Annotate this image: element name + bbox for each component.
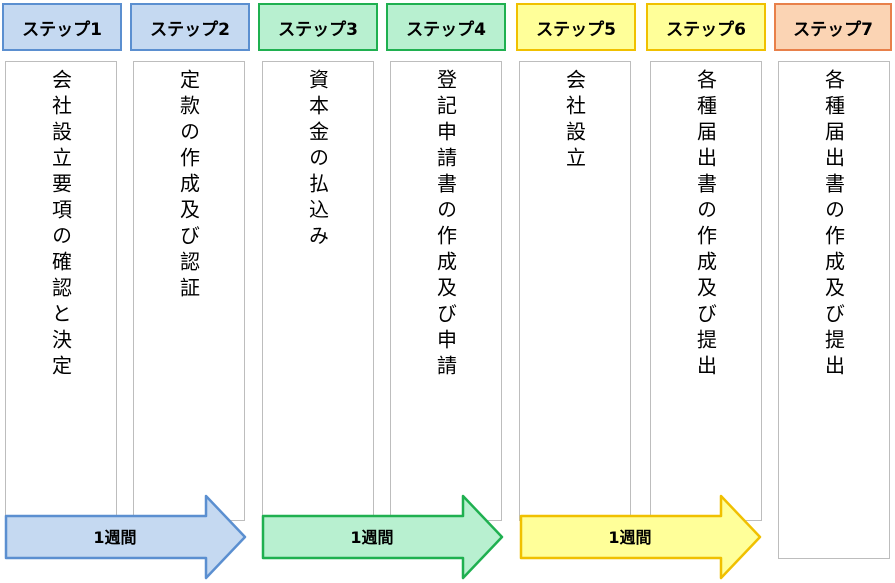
step-6-text: 各種届出書の作成及び提出 <box>693 69 718 381</box>
step-7-label: ステップ7 <box>793 19 873 40</box>
step-2-label: ステップ2 <box>150 19 230 40</box>
step-4-column: 登記申請書の作成及び申請 <box>390 61 502 521</box>
step-4-text: 登記申請書の作成及び申請 <box>433 69 458 381</box>
arrow-1-shape <box>4 494 247 580</box>
arrow-3: 1週間 <box>519 494 762 580</box>
step-1-header: ステップ1 <box>2 3 122 51</box>
step-1-column: 会社設立要項の確認と決定 <box>5 61 117 521</box>
arrow-2-shape <box>261 494 504 580</box>
step-6-header: ステップ6 <box>646 3 766 51</box>
step-4-header: ステップ4 <box>386 3 506 51</box>
step-3-header: ステップ3 <box>258 3 378 51</box>
step-5-header: ステップ5 <box>516 3 636 51</box>
step-5-text: 会社設立 <box>562 69 587 173</box>
step-4-label: ステップ4 <box>406 19 486 40</box>
arrow-1-label: 1週間 <box>93 528 136 547</box>
step-6-column: 各種届出書の作成及び提出 <box>650 61 762 521</box>
step-7-text: 各種届出書の作成及び提出 <box>821 69 846 381</box>
step-6-label: ステップ6 <box>666 19 746 40</box>
arrow-3-shape <box>519 494 762 580</box>
step-2-column: 定款の作成及び認証 <box>133 61 245 521</box>
step-1-text: 会社設立要項の確認と決定 <box>48 69 73 381</box>
arrow-1: 1週間 <box>4 494 247 580</box>
step-3-column: 資本金の払込み <box>262 61 374 521</box>
step-5-column: 会社設立 <box>519 61 631 521</box>
step-2-text: 定款の作成及び認証 <box>176 69 201 303</box>
arrow-2-label: 1週間 <box>350 528 393 547</box>
step-3-text: 資本金の払込み <box>305 69 330 251</box>
step-7-header: ステップ7 <box>774 3 892 51</box>
step-2-header: ステップ2 <box>130 3 250 51</box>
step-3-label: ステップ3 <box>278 19 358 40</box>
arrow-2: 1週間 <box>261 494 504 580</box>
step-5-label: ステップ5 <box>536 19 616 40</box>
step-1-label: ステップ1 <box>22 19 102 40</box>
step-7-column: 各種届出書の作成及び提出 <box>778 61 890 559</box>
arrow-3-label: 1週間 <box>608 528 651 547</box>
